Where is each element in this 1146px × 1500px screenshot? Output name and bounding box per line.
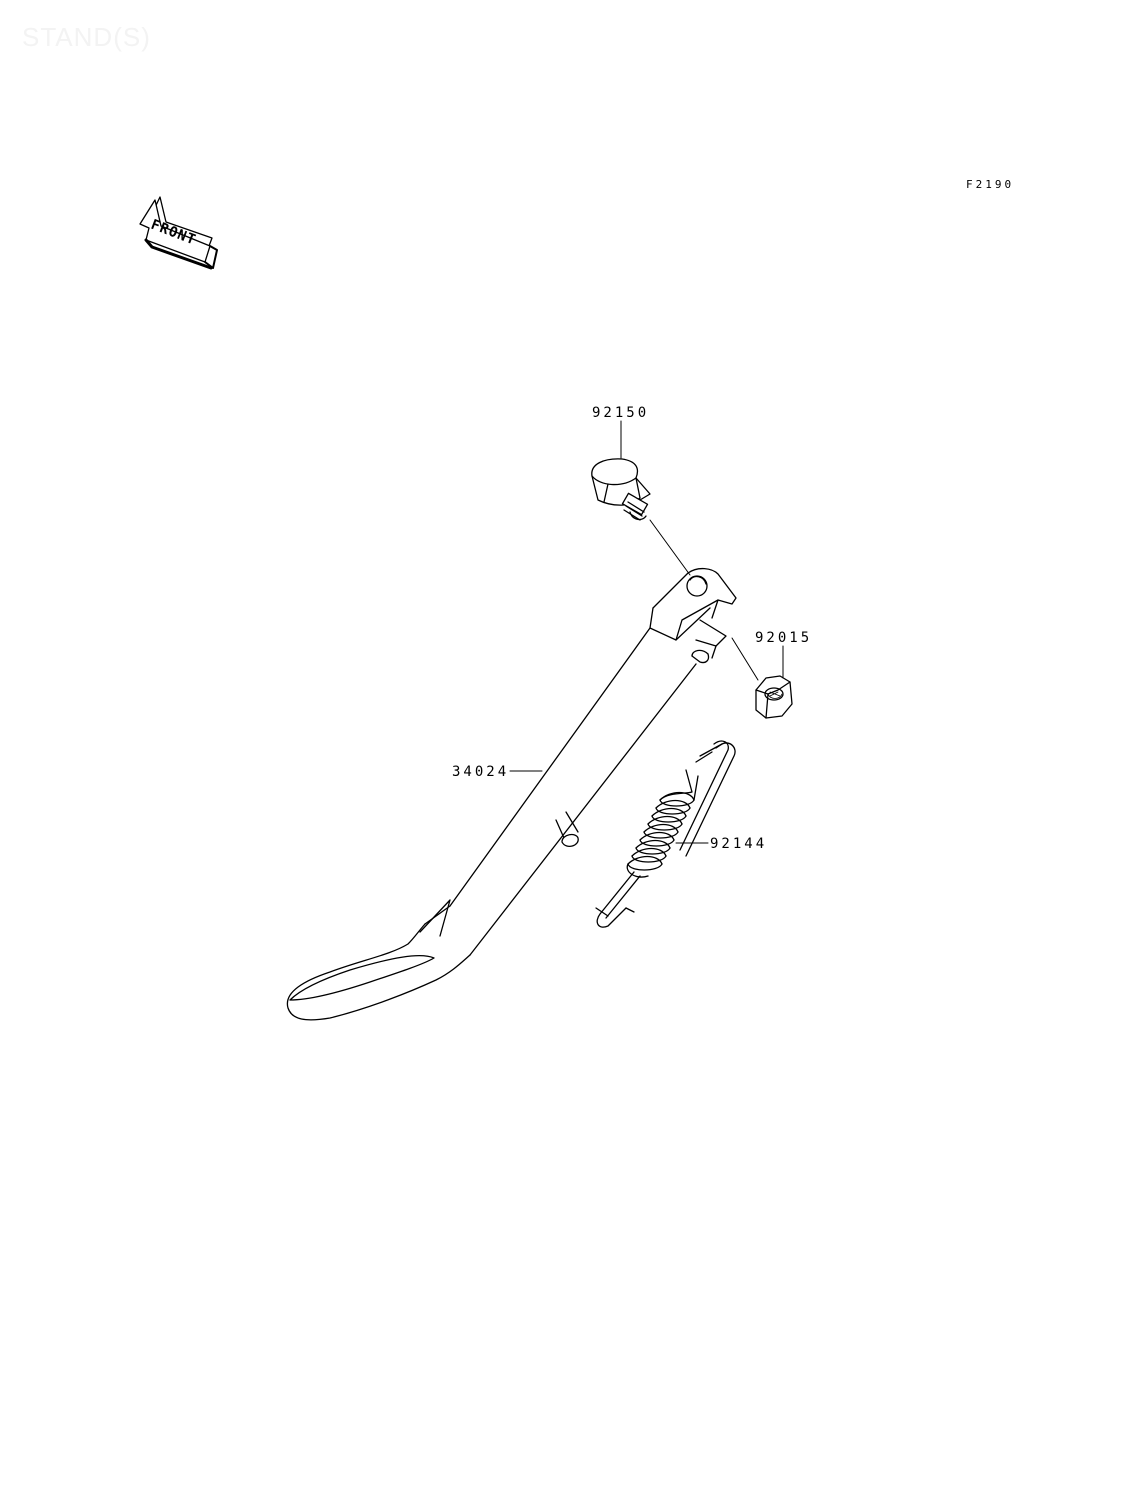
leader-lines xyxy=(509,420,784,844)
part-number-92144: 92144 xyxy=(710,836,767,852)
front-arrow-icon: FRONT xyxy=(139,196,218,270)
leader-nut-to-bracket xyxy=(731,637,759,681)
bolt-icon xyxy=(591,458,651,521)
nut-icon xyxy=(755,675,793,719)
side-stand-icon xyxy=(286,567,737,1021)
watermark-title: STAND(S) xyxy=(22,22,151,52)
leader-bolt-to-bracket xyxy=(649,519,691,576)
part-number-92150: 92150 xyxy=(592,405,649,421)
part-number-34024: 34024 xyxy=(452,764,509,780)
part-number-92015: 92015 xyxy=(755,630,812,646)
figure-code: F2190 xyxy=(966,178,1015,191)
spring-icon xyxy=(595,740,736,928)
